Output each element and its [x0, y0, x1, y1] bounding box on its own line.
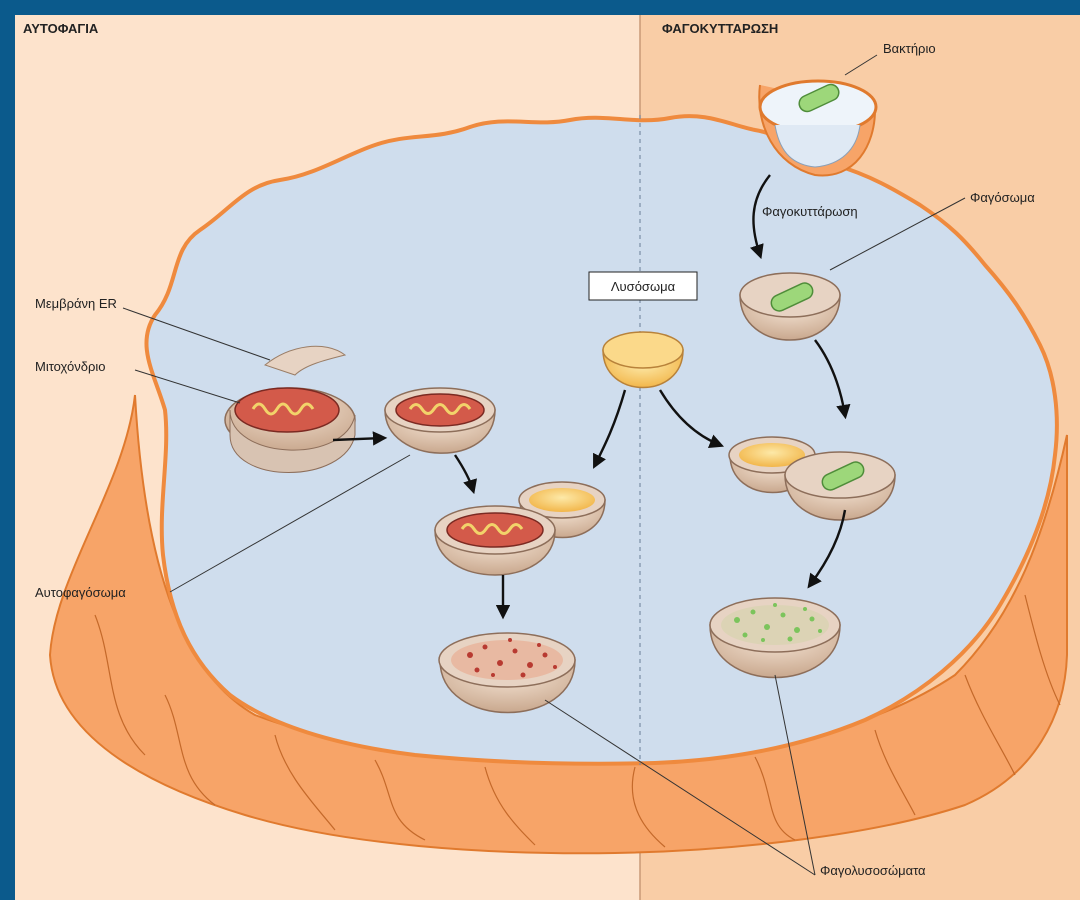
- label-phagosome: Φαγόσωμα: [970, 190, 1035, 205]
- label-mitochondrion: Μιτοχόνδριο: [35, 359, 106, 374]
- header-autophagy: ΑΥΤΟΦΑΓΙΑ: [23, 21, 99, 36]
- header-phagocytosis: ΦΑΓΟΚΥΤΤΑΡΩΣΗ: [662, 21, 778, 36]
- label-bacterium: Βακτήριο: [883, 41, 936, 56]
- label-er-membrane: Μεμβράνη ER: [35, 296, 117, 311]
- label-phagolysosomes: Φαγολυσοσώματα: [820, 863, 926, 878]
- label-lysosome: Λυσόσωμα: [611, 279, 676, 294]
- label-autophagosome: Αυτοφαγόσωμα: [35, 585, 126, 600]
- autophagy-phagocytosis-diagram: ΑΥΤΟΦΑΓΙΑ ΦΑΓΟΚΥΤΤΑΡΩΣΗ: [15, 15, 1080, 900]
- diagram-frame: ΑΥΤΟΦΑΓΙΑ ΦΑΓΟΚΥΤΤΑΡΩΣΗ: [15, 15, 1080, 900]
- label-phagocytosis: Φαγοκυττάρωση: [762, 204, 858, 219]
